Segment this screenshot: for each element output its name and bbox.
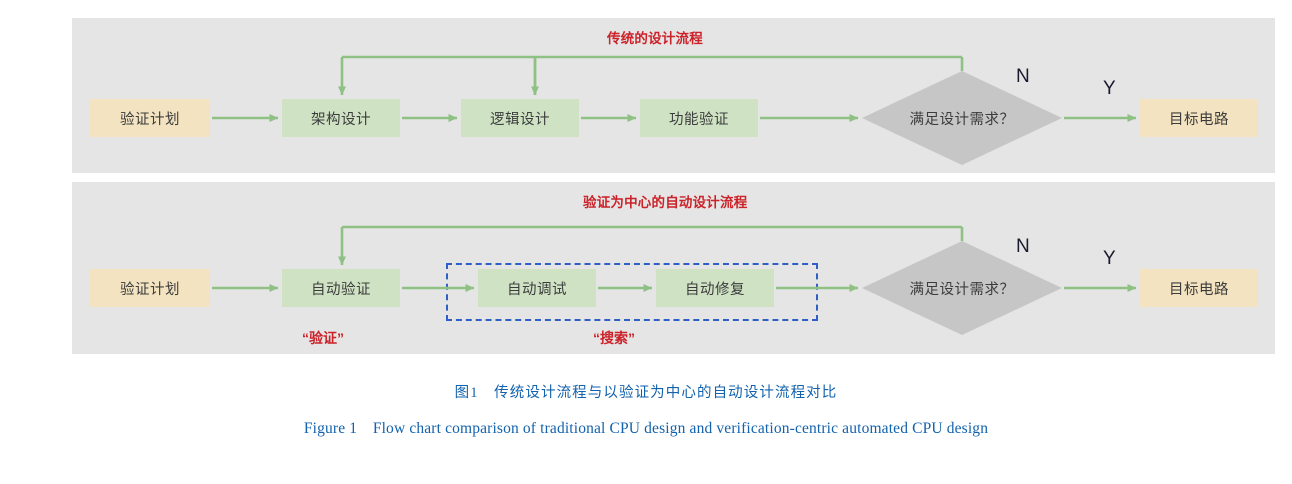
search-annotation: “搜索” <box>593 330 635 346</box>
branch-label-yes-traditional: Y <box>1103 78 1116 99</box>
node-verification-plan-traditional[interactable]: 验证计划 <box>90 99 210 137</box>
node-automatic-repair[interactable]: 自动修复 <box>656 269 774 307</box>
branch-label-yes-automated: Y <box>1103 248 1116 269</box>
node-functional-verification[interactable]: 功能验证 <box>640 99 758 137</box>
panel-traditional-flow <box>72 18 1275 173</box>
node-target-circuit-traditional[interactable]: 目标电路 <box>1140 99 1258 137</box>
decision-label: 满足设计需求？ <box>909 111 1015 128</box>
decision-label: 满足设计需求？ <box>909 281 1015 298</box>
branch-label-no-automated: N <box>1016 236 1030 257</box>
search-group-box <box>446 263 818 321</box>
node-logic-design[interactable]: 逻辑设计 <box>461 99 579 137</box>
node-automatic-verification[interactable]: 自动验证 <box>282 269 400 307</box>
node-target-circuit-automated[interactable]: 目标电路 <box>1140 269 1258 307</box>
node-automatic-debug[interactable]: 自动调试 <box>478 269 596 307</box>
branch-label-no-traditional: N <box>1016 66 1030 87</box>
node-verification-plan-automated[interactable]: 验证计划 <box>90 269 210 307</box>
decision-design-requirement-traditional[interactable]: 满足设计需求？ <box>862 71 1062 165</box>
panel-traditional-title: 传统的设计流程 <box>607 31 703 46</box>
figure-caption-english: Figure 1 Flow chart comparison of tradit… <box>303 420 989 437</box>
node-architecture-design[interactable]: 架构设计 <box>282 99 400 137</box>
panel-automated-flow <box>72 182 1275 354</box>
decision-design-requirement-automated[interactable]: 满足设计需求？ <box>862 241 1062 335</box>
verification-annotation: “验证” <box>302 330 344 346</box>
panel-automated-title: 验证为中心的自动设计流程 <box>583 195 748 210</box>
figure-caption-chinese: 图1 传统设计流程与以验证为中心的自动设计流程对比 <box>454 385 838 401</box>
